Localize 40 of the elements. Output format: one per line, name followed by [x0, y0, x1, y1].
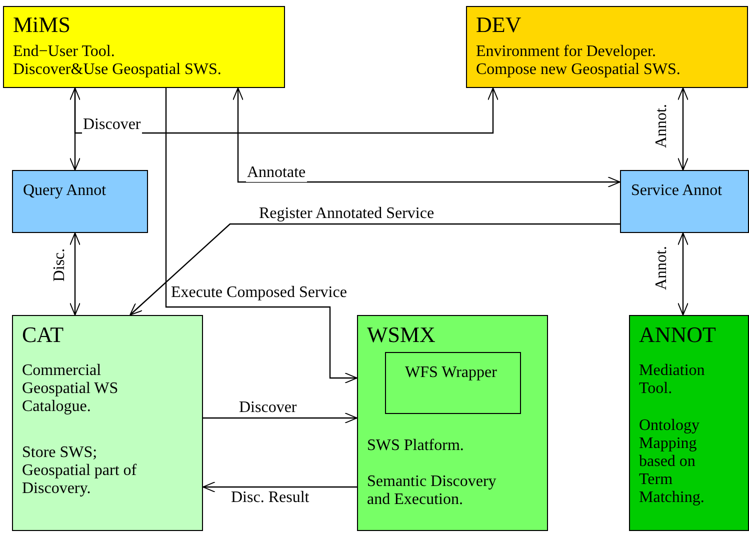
edge-label: Discover: [82, 116, 142, 134]
process-box: [12, 315, 203, 531]
arrow: [678, 88, 688, 170]
node-label: Service Annot: [631, 182, 722, 200]
node-description: Commercial Geospatial WS Catalogue.: [22, 362, 120, 416]
node-title: MiMS: [13, 13, 70, 37]
node-label: WFS Wrapper: [405, 364, 497, 382]
process-box: [3, 6, 285, 88]
arrow: [165, 88, 358, 384]
arrow: [74, 88, 498, 134]
arrow: [232, 88, 620, 188]
node-title: ANNOT: [639, 323, 716, 347]
component-box: [385, 352, 521, 414]
node-description: Ontology Mapping based on Term Matching.: [639, 417, 706, 507]
process-box: [620, 170, 749, 233]
arrow: [203, 412, 358, 424]
arrow: [70, 232, 80, 316]
edge-label: Execute Composed Service: [170, 284, 348, 302]
process-box: [12, 170, 148, 233]
node-description: SWS Platform.: [367, 437, 465, 455]
arrow: [202, 482, 357, 492]
node-description: Semantic Discovery and Execution.: [367, 473, 498, 509]
node-description: Mediation Tool.: [639, 362, 706, 398]
edge-label: Annotate: [246, 164, 307, 182]
node-label: Query Annot: [23, 182, 106, 200]
arrow: [130, 223, 620, 316]
node-description: Discover&Use Geospatial SWS.: [13, 61, 222, 79]
node-description: Compose new Geospatial SWS.: [476, 61, 680, 79]
node-description: Environment for Developer.: [476, 43, 656, 61]
arrow: [678, 232, 688, 316]
node-title: DEV: [476, 13, 522, 37]
node-description: Store SWS; Geospatial part of Discovery.: [22, 444, 138, 498]
process-box: [357, 315, 548, 531]
process-box: [629, 315, 749, 531]
arrow: [70, 88, 80, 170]
edge-label: Register Annotated Service: [258, 205, 436, 223]
node-description: End−User Tool.: [13, 43, 115, 61]
process-box: [466, 6, 748, 88]
node-title: WSMX: [367, 323, 436, 347]
node-title: CAT: [22, 323, 64, 347]
